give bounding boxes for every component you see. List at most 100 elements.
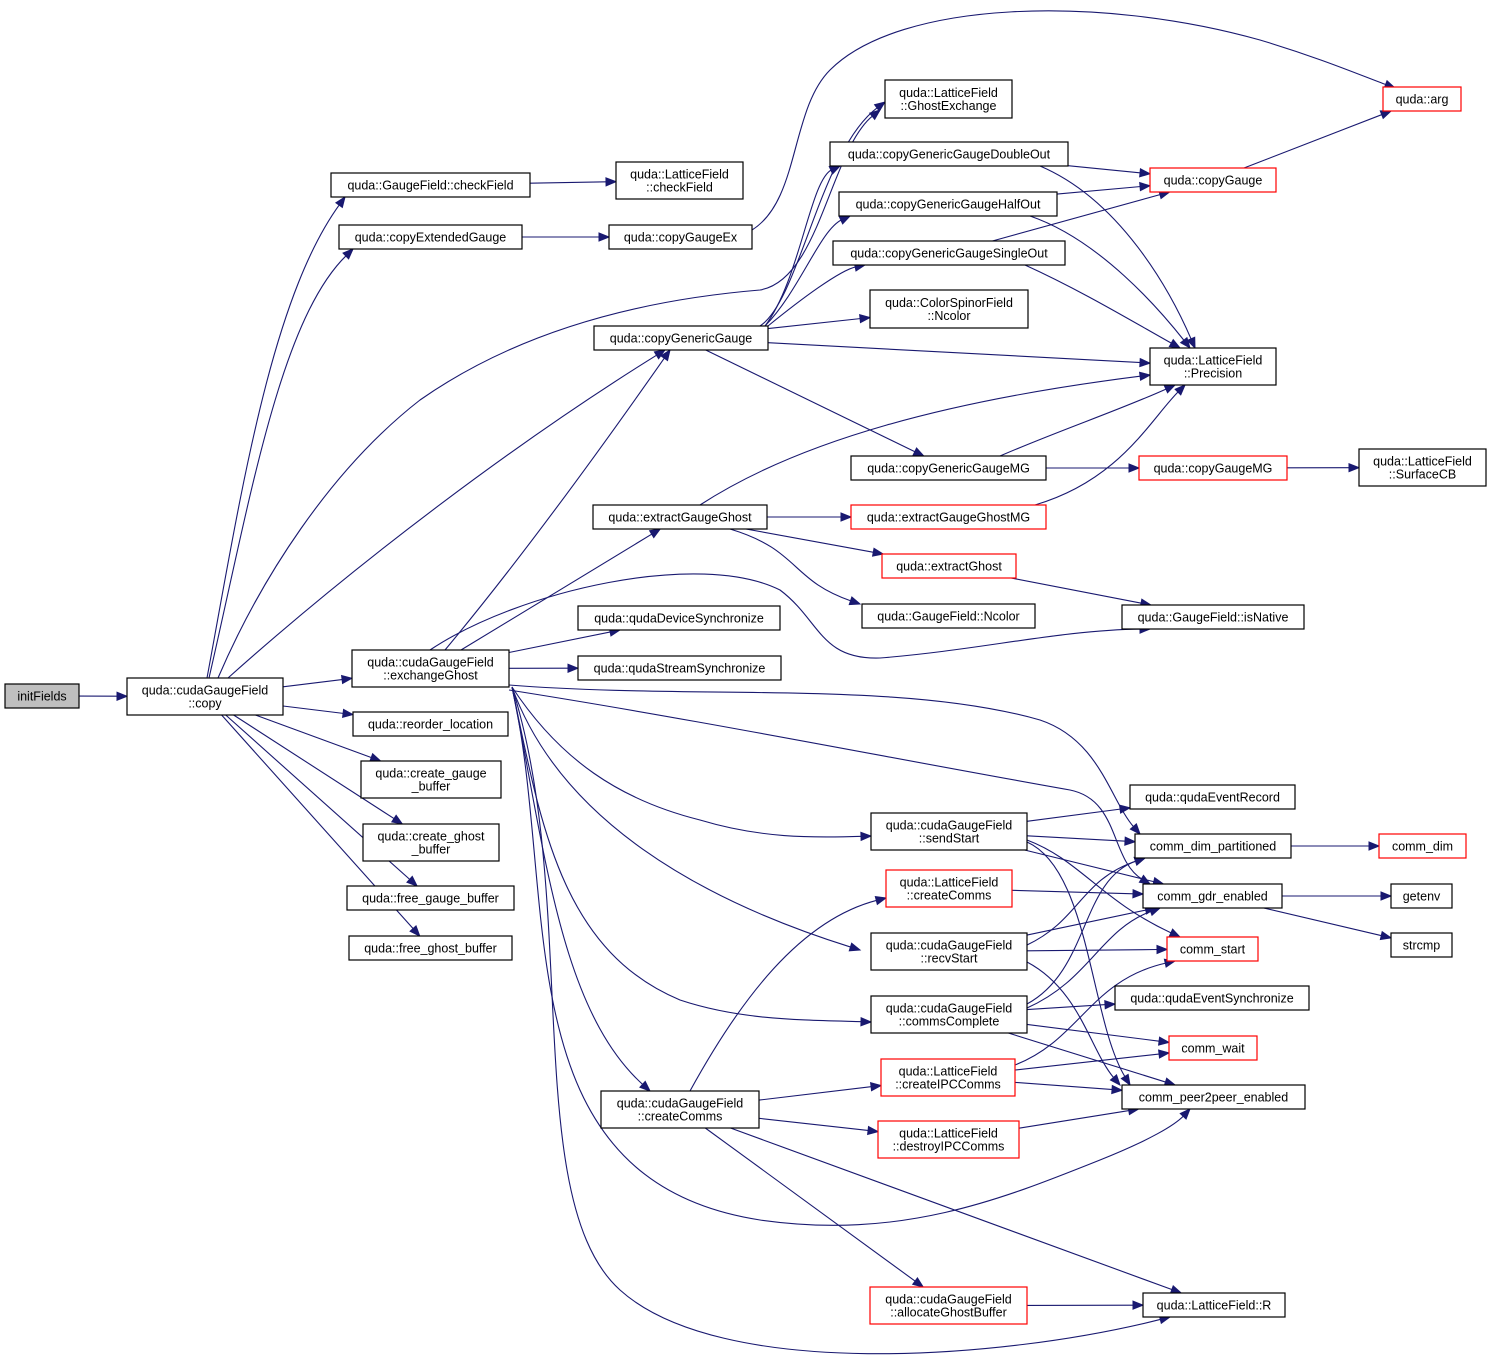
- edge-cgf_exchangeGhost-to-cgf_commsComplete: [511, 686, 873, 1027]
- node-label: quda::copyGenericGauge: [610, 332, 753, 346]
- node-csf_Ncolor[interactable]: quda::ColorSpinorField::Ncolor: [869, 289, 1029, 329]
- arrowhead-icon: [116, 691, 129, 701]
- node-copyGaugeEx[interactable]: quda::copyGaugeEx: [608, 224, 753, 250]
- node-cggDoubleOut[interactable]: quda::copyGenericGaugeDoubleOut: [829, 141, 1069, 167]
- arrowhead-icon: [1348, 462, 1361, 473]
- node-cgf_sendStart[interactable]: quda::cudaGaugeField::sendStart: [870, 812, 1028, 851]
- node-box: [869, 289, 1029, 329]
- arrowhead-icon: [1168, 338, 1182, 349]
- node-qudaEventSync[interactable]: quda::qudaEventSynchronize: [1114, 985, 1310, 1011]
- node-lf_GhostExchange[interactable]: quda::LatticeField::GhostExchange: [884, 79, 1013, 119]
- node-arg[interactable]: quda::arg: [1382, 86, 1462, 112]
- node-create_gauge_buffer[interactable]: quda::create_gauge_buffer: [360, 760, 502, 799]
- node-create_ghost_buffer[interactable]: quda::create_ghost_buffer: [362, 823, 500, 862]
- edge-cgf_copy-to-gf_checkField: [206, 195, 346, 679]
- node-cgf_commsComplete[interactable]: quda::cudaGaugeField::commsComplete: [870, 995, 1028, 1034]
- node-qudaDeviceSync[interactable]: quda::qudaDeviceSynchronize: [577, 605, 781, 631]
- node-cggMG[interactable]: quda::copyGenericGaugeMG: [850, 455, 1047, 481]
- node-lf_Precision[interactable]: quda::LatticeField::Precision: [1149, 347, 1277, 386]
- node-lf_createIPCComms[interactable]: quda::LatticeField::createIPCComms: [880, 1058, 1016, 1097]
- node-gf_checkField[interactable]: quda::GaugeField::checkField: [330, 172, 531, 198]
- node-comm_dim[interactable]: comm_dim: [1378, 833, 1467, 859]
- node-gf_Ncolor[interactable]: quda::GaugeField::Ncolor: [861, 603, 1036, 629]
- node-cgf_exchangeGhost[interactable]: quda::cudaGaugeField::exchangeGhost: [351, 649, 510, 688]
- arrowhead-icon: [1129, 822, 1141, 836]
- node-cgf_createComms[interactable]: quda::cudaGaugeField::createComms: [600, 1090, 760, 1129]
- node-free_gauge_buffer[interactable]: quda::free_gauge_buffer: [346, 885, 515, 911]
- node-lf_createComms[interactable]: quda::LatticeField::createComms: [885, 869, 1013, 908]
- node-initFields[interactable]: initFields: [4, 683, 80, 709]
- node-gf_isNative[interactable]: quda::GaugeField::isNative: [1121, 604, 1305, 630]
- edge-line: [759, 106, 879, 327]
- node-label: _buffer: [411, 843, 451, 857]
- arrowhead-icon: [848, 942, 862, 952]
- node-box: [1358, 448, 1487, 487]
- node-extractGaugeGhostMG[interactable]: quda::extractGaugeGhostMG: [850, 504, 1047, 530]
- node-cgf_copy[interactable]: quda::cudaGaugeField::copy: [126, 677, 284, 716]
- node-label: _buffer: [411, 780, 451, 794]
- node-cggHalfOut[interactable]: quda::copyGenericGaugeHalfOut: [838, 191, 1058, 217]
- edge-cgf_copy-to-reorder_location: [282, 705, 355, 718]
- edge-extractGaugeGhost-to-gf_Ncolor: [729, 528, 862, 606]
- edge-line: [1263, 907, 1383, 937]
- node-label: ::allocateGhostBuffer: [890, 1306, 1007, 1320]
- node-comm_gdr_enabled[interactable]: comm_gdr_enabled: [1142, 883, 1283, 909]
- node-comm_start[interactable]: comm_start: [1166, 936, 1259, 962]
- node-box: [870, 995, 1028, 1034]
- edge-cgf_createComms-to-cgf_allocateGhostBuffer: [704, 1127, 925, 1288]
- edge-line: [767, 266, 857, 327]
- edge-line: [1026, 948, 1159, 952]
- edge-line: [767, 342, 1142, 364]
- edge-cgf_exchangeGhost-to-comm_peer2peer_enabled: [511, 686, 1191, 1226]
- node-label: ::sendStart: [919, 832, 980, 846]
- edge-cgf_allocateGhostBuffer-to-lf_R: [1026, 1300, 1145, 1310]
- node-extractGaugeGhost[interactable]: quda::extractGaugeGhost: [592, 504, 768, 530]
- node-lf_destroyIPCComms[interactable]: quda::LatticeField::destroyIPCComms: [877, 1120, 1020, 1159]
- node-extractGhost[interactable]: quda::extractGhost: [881, 553, 1017, 579]
- arrowhead-icon: [1179, 336, 1191, 350]
- edge-line: [1056, 185, 1142, 195]
- node-label: quda::qudaDeviceSynchronize: [594, 612, 764, 626]
- node-cggSingleOut[interactable]: quda::copyGenericGaugeSingleOut: [832, 240, 1066, 266]
- node-getenv[interactable]: getenv: [1390, 883, 1453, 909]
- node-comm_peer2peer_enabled[interactable]: comm_peer2peer_enabled: [1121, 1084, 1306, 1110]
- arrowhead-icon: [1368, 841, 1381, 851]
- node-strcmp[interactable]: strcmp: [1390, 932, 1453, 958]
- node-comm_dim_partitioned[interactable]: comm_dim_partitioned: [1134, 833, 1292, 859]
- node-label: quda::cudaGaugeField: [367, 656, 494, 670]
- node-comm_wait[interactable]: comm_wait: [1168, 1035, 1258, 1061]
- edge-cgf_exchangeGhost-to-qudaStreamSync: [508, 663, 580, 673]
- edge-line: [729, 528, 852, 602]
- arrowhead-icon: [1120, 1073, 1131, 1087]
- edge-extractGaugeGhostMG-to-lf_Precision: [1034, 384, 1186, 506]
- arrowhead-icon: [859, 313, 872, 324]
- edges-layer: [78, 10, 1397, 1355]
- node-free_ghost_buffer[interactable]: quda::free_ghost_buffer: [348, 935, 513, 961]
- arrowhead-icon: [639, 1080, 652, 1092]
- node-qudaEventRecord[interactable]: quda::qudaEventRecord: [1129, 784, 1296, 810]
- edge-cgf_sendStart-to-qudaEventRecord: [1026, 804, 1132, 822]
- node-cgf_allocateGhostBuffer[interactable]: quda::cudaGaugeField::allocateGhostBuffe…: [869, 1286, 1028, 1325]
- node-copyGenericGauge[interactable]: quda::copyGenericGauge: [593, 325, 769, 351]
- node-copyExtendedGauge[interactable]: quda::copyExtendedGauge: [338, 224, 523, 250]
- edge-copyGenericGauge-to-cggHalfOut: [764, 215, 852, 327]
- node-label: quda::copyExtendedGauge: [355, 231, 507, 245]
- node-copyGauge[interactable]: quda::copyGauge: [1149, 167, 1277, 193]
- edge-cgf_sendStart-to-comm_start: [1026, 839, 1182, 938]
- node-lf_SurfaceCB[interactable]: quda::LatticeField::SurfaceCB: [1358, 448, 1487, 487]
- node-box: [351, 649, 510, 688]
- node-lf_R[interactable]: quda::LatticeField::R: [1142, 1292, 1286, 1318]
- node-label: ::GhostExchange: [901, 99, 997, 113]
- node-reorder_location[interactable]: quda::reorder_location: [352, 711, 509, 737]
- node-cgf_recvStart[interactable]: quda::cudaGaugeField::recvStart: [870, 932, 1028, 971]
- node-qudaStreamSync[interactable]: quda::qudaStreamSynchronize: [577, 655, 782, 681]
- edge-line: [1010, 577, 1143, 604]
- node-lf_checkField[interactable]: quda::LatticeField::checkField: [615, 161, 744, 200]
- edge-gf_checkField-to-lf_checkField: [529, 177, 618, 187]
- edge-cggHalfOut-to-copyGauge: [1056, 181, 1152, 195]
- arrowhead-icon: [1157, 1036, 1171, 1046]
- edge-line: [992, 193, 1162, 242]
- node-copyGaugeMG[interactable]: quda::copyGaugeMG: [1138, 455, 1288, 481]
- edge-cgf_exchangeGhost-to-comm_dim_partitioned: [508, 684, 1141, 836]
- edge-line: [1014, 1081, 1114, 1091]
